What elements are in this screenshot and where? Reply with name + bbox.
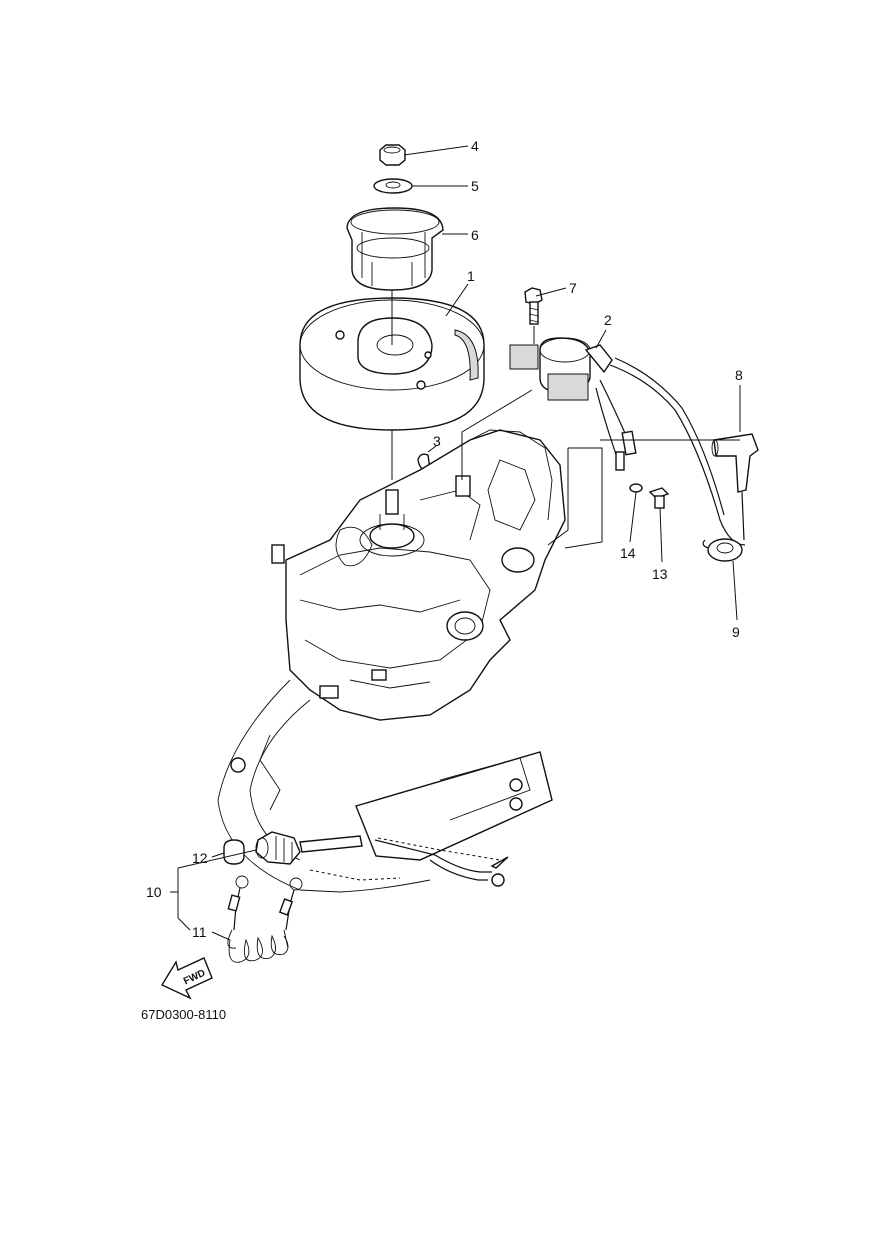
callout-10: 10 bbox=[146, 884, 162, 900]
leader-lines bbox=[170, 145, 741, 941]
callout-1: 1 bbox=[467, 268, 475, 284]
wire-connector bbox=[615, 451, 625, 471]
callout-6: 6 bbox=[471, 227, 479, 243]
callout-5: 5 bbox=[471, 178, 479, 194]
part-7-bolt bbox=[524, 287, 543, 325]
callout-9: 9 bbox=[732, 624, 740, 640]
callout-14: 14 bbox=[620, 545, 636, 561]
callout-8: 8 bbox=[735, 367, 743, 383]
engine-powerhead bbox=[271, 429, 566, 721]
part-11-lanyard bbox=[227, 875, 303, 963]
part-8-plug-cap bbox=[711, 433, 759, 541]
part-1-flywheel bbox=[299, 297, 485, 431]
wire-connector bbox=[621, 430, 637, 456]
callout-numbers: 4 5 6 1 7 2 8 3 14 13 9 12 10 11 bbox=[146, 138, 743, 940]
part-14-washer bbox=[629, 483, 643, 493]
part-10-stop-switch bbox=[255, 831, 509, 887]
part-13-screw bbox=[648, 487, 670, 509]
callout-3: 3 bbox=[433, 433, 441, 449]
part-12-cap bbox=[223, 839, 245, 865]
callout-12: 12 bbox=[192, 850, 208, 866]
callout-13: 13 bbox=[652, 566, 668, 582]
part-9-grommet bbox=[702, 538, 743, 562]
part-5-washer bbox=[373, 178, 413, 194]
callout-2: 2 bbox=[604, 312, 612, 328]
callout-4: 4 bbox=[471, 138, 479, 154]
part-4-nut bbox=[379, 144, 406, 166]
callout-7: 7 bbox=[569, 280, 577, 296]
drawing-code: 67D0300-8110 bbox=[141, 1007, 226, 1022]
forward-direction-arrow: FWD bbox=[160, 957, 213, 1000]
callout-11: 11 bbox=[192, 924, 207, 940]
part-2-ignition-coil bbox=[509, 337, 746, 546]
part-6-starter-pulley bbox=[346, 207, 444, 291]
